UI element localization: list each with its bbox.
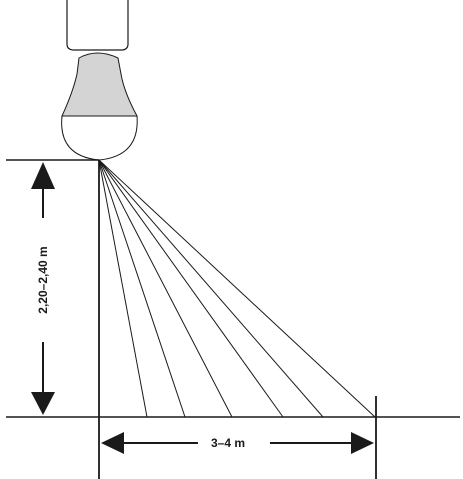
lamp-holder-icon (66, 0, 129, 51)
detection-ray (98, 159, 233, 418)
bulb-shade (61, 52, 138, 117)
arrow-up-icon (31, 162, 55, 189)
bulb-globe (61, 115, 138, 161)
height-label: 2,20–2,40 m (36, 246, 50, 313)
distance-label: 3–4 m (211, 436, 245, 450)
detection-rays (98, 159, 376, 418)
height-dimension: 2,20–2,40 m (31, 162, 55, 415)
arrow-down-icon (31, 392, 55, 415)
detection-ray (98, 159, 324, 418)
light-bulb-icon (61, 52, 138, 161)
distance-dimension: 3–4 m (101, 432, 374, 454)
arrow-left-icon (101, 432, 124, 454)
arrow-right-icon (351, 432, 374, 454)
detection-ray (98, 159, 376, 418)
detection-ray (98, 159, 186, 418)
detection-ray (98, 159, 284, 418)
detection-ray (98, 159, 148, 418)
